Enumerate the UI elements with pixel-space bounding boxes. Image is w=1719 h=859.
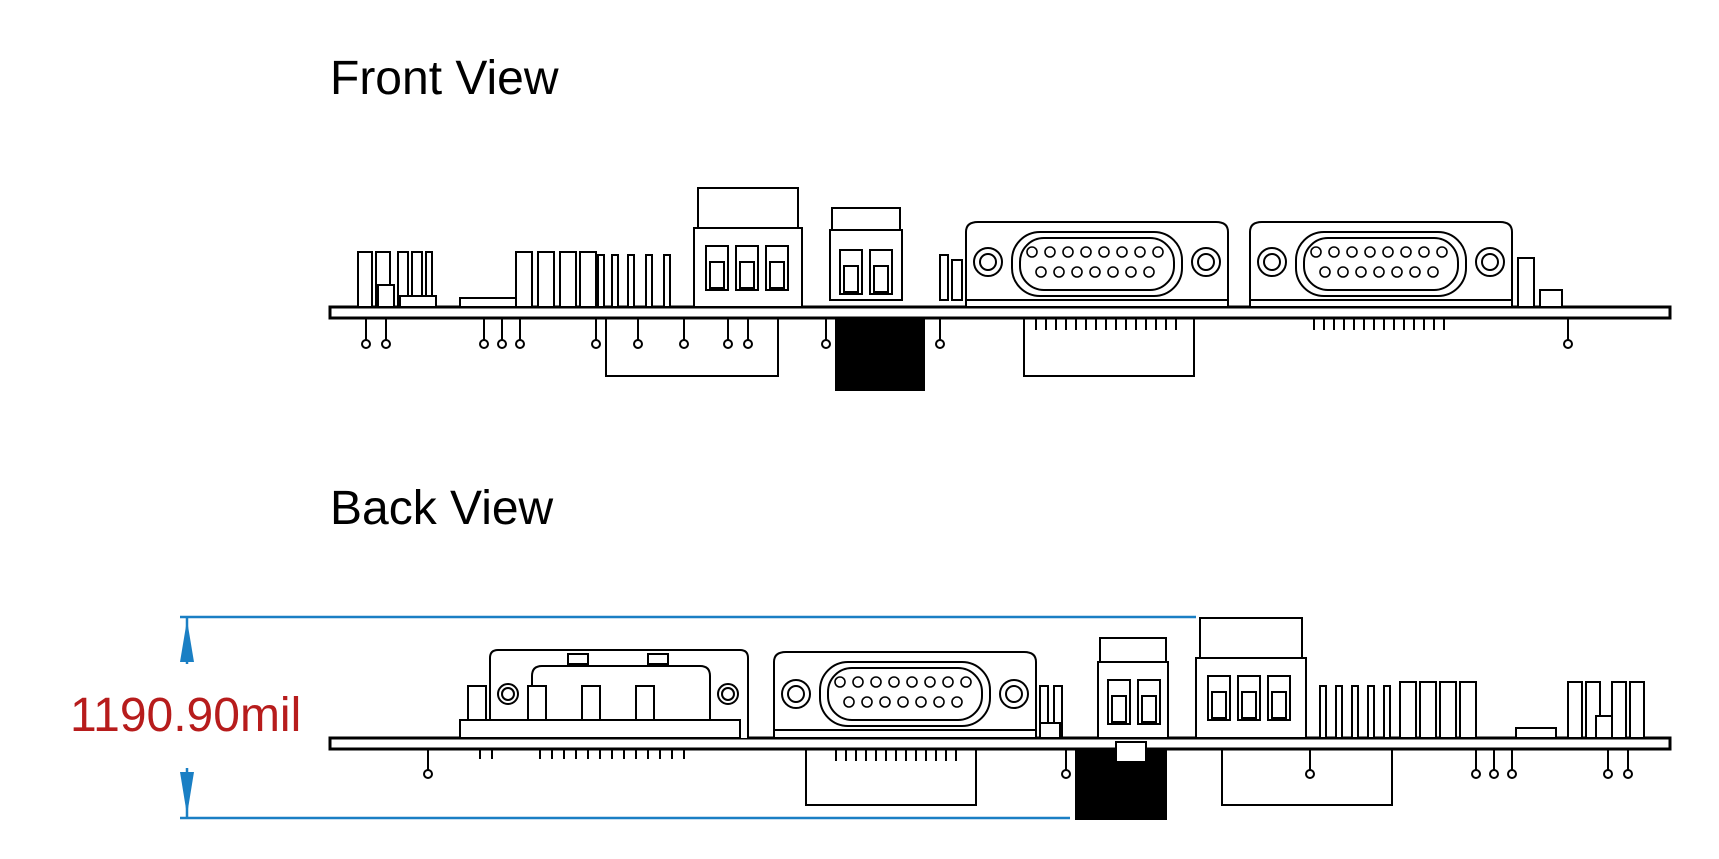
dimension-label: 1190.90mil: [70, 689, 301, 742]
back-db15-connector: [773, 651, 1037, 739]
front-pcb-board: [328, 305, 1672, 320]
front-terminal-block-2pin: [829, 207, 903, 301]
back-terminal-block-3pin: [1195, 617, 1307, 739]
back-terminal-block-2pin: [1039, 637, 1169, 739]
front-terminal-block-3pin: [693, 187, 803, 308]
height-dimension: 1190.90mil: [70, 615, 1196, 820]
front-view-board: [328, 187, 1672, 391]
back-pcb-board: [328, 736, 1672, 751]
front-db15-connector-1: [965, 221, 1229, 308]
front-bottom-parts: [361, 317, 1573, 391]
back-view-title: Back View: [330, 482, 554, 535]
dimension-arrow-down-icon: [180, 772, 194, 815]
front-bottom-block: [835, 317, 925, 391]
front-pin-header-mid: [459, 251, 671, 308]
back-pin-header-right: [1319, 681, 1645, 739]
front-pin-header-left: [357, 251, 437, 308]
dimension-arrow-up-icon: [180, 620, 194, 662]
back-bracket-connector: [459, 649, 749, 739]
front-small-parts-right: [939, 254, 1563, 308]
back-view-board: [328, 617, 1672, 820]
front-db15-connector-2: [1249, 221, 1513, 308]
front-view-title: Front View: [330, 52, 559, 105]
back-bottom-parts: [423, 741, 1633, 820]
